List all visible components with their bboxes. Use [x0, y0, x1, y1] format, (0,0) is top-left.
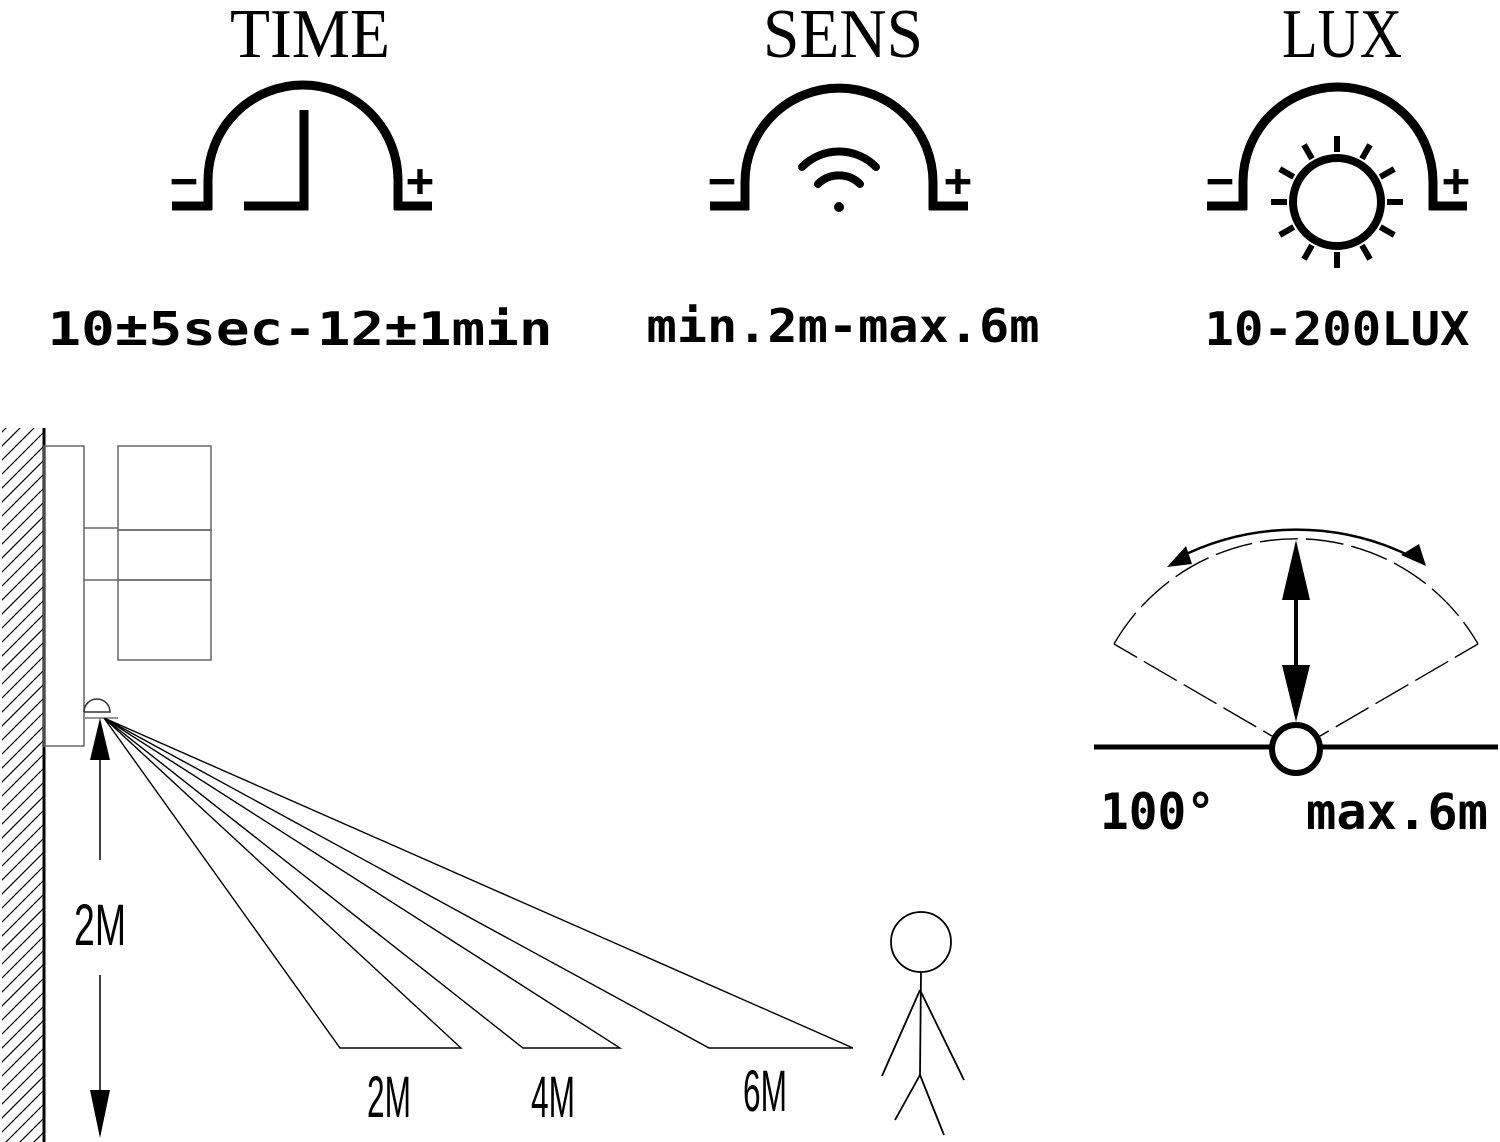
range-arrow-down — [1282, 665, 1310, 722]
lamp-head-lower — [117, 579, 212, 661]
knob-plus-sign: + — [1442, 153, 1470, 207]
sun-ray — [1378, 224, 1396, 238]
sun-ray — [1359, 143, 1373, 161]
dimension-arrow-down — [90, 1090, 110, 1138]
sun-ray — [1278, 166, 1296, 180]
side-view: 2M 2M 4M 6M — [2, 428, 965, 1142]
lux-range: 10-200LUX — [1205, 302, 1470, 356]
dimension-arrow-up — [90, 718, 110, 760]
knob-arc — [203, 80, 403, 210]
sun-ray — [1301, 143, 1315, 161]
sun-icon — [1271, 136, 1403, 268]
sens-control: SENS − + min.2m-max.6m — [647, 0, 1040, 353]
knob-plus-sign: + — [406, 153, 434, 207]
knob-arc — [740, 83, 938, 210]
sens-knob — [710, 83, 968, 211]
time-range: 10±5sec-12±1min — [48, 302, 553, 356]
lamp-backplate — [43, 445, 85, 747]
beam-2m — [103, 717, 463, 1049]
mount-height-label: 2M — [74, 893, 126, 958]
lamp-head-upper — [117, 445, 212, 531]
sens-title: SENS — [763, 0, 923, 73]
clock-dial-icon — [244, 110, 309, 211]
max-range-label: max.6m — [1306, 783, 1488, 841]
sun-ray — [1378, 166, 1396, 180]
wifi-signal-icon — [798, 147, 880, 212]
distance-label-2m: 2M — [367, 1065, 411, 1130]
wall-lamp — [43, 445, 212, 747]
pir-sensor-icon — [83, 698, 111, 713]
lux-knob — [1207, 82, 1467, 211]
knob-minus-sign: − — [170, 153, 198, 207]
sens-range: min.2m-max.6m — [647, 299, 1040, 353]
time-control: TIME − + 10±5sec-12±1min — [48, 0, 553, 356]
angle-label: 100° — [1100, 783, 1215, 841]
height-dimension — [85, 717, 118, 1138]
knob-plus-sign: + — [944, 153, 972, 207]
wall-hatching — [2, 428, 44, 1142]
lux-control: LUX − + 10-200LUX — [1205, 0, 1470, 356]
top-view: 100° max.6m — [1094, 528, 1498, 841]
knob-minus-sign: − — [1206, 153, 1234, 207]
detection-fan — [1113, 538, 1479, 751]
lamp-body — [117, 529, 212, 581]
distance-label-4m: 4M — [531, 1065, 575, 1130]
detection-beams — [103, 717, 854, 1049]
range-arrow — [1282, 540, 1310, 722]
time-knob — [172, 80, 432, 211]
person-icon — [881, 911, 965, 1136]
sun-ray — [1359, 243, 1373, 261]
sun-ray — [1301, 243, 1315, 261]
sun-ray — [1278, 224, 1296, 238]
sensor-icon — [1269, 722, 1323, 776]
range-arrow-up — [1282, 540, 1310, 600]
knob-arc — [1238, 82, 1438, 210]
knob-minus-sign: − — [708, 153, 736, 207]
distance-label-6m: 6M — [743, 1059, 787, 1124]
beam-6m — [103, 717, 854, 1049]
angle-arrow — [1167, 528, 1426, 567]
lux-title: LUX — [1282, 0, 1402, 73]
beam-4m — [103, 717, 623, 1049]
time-title: TIME — [230, 0, 390, 73]
